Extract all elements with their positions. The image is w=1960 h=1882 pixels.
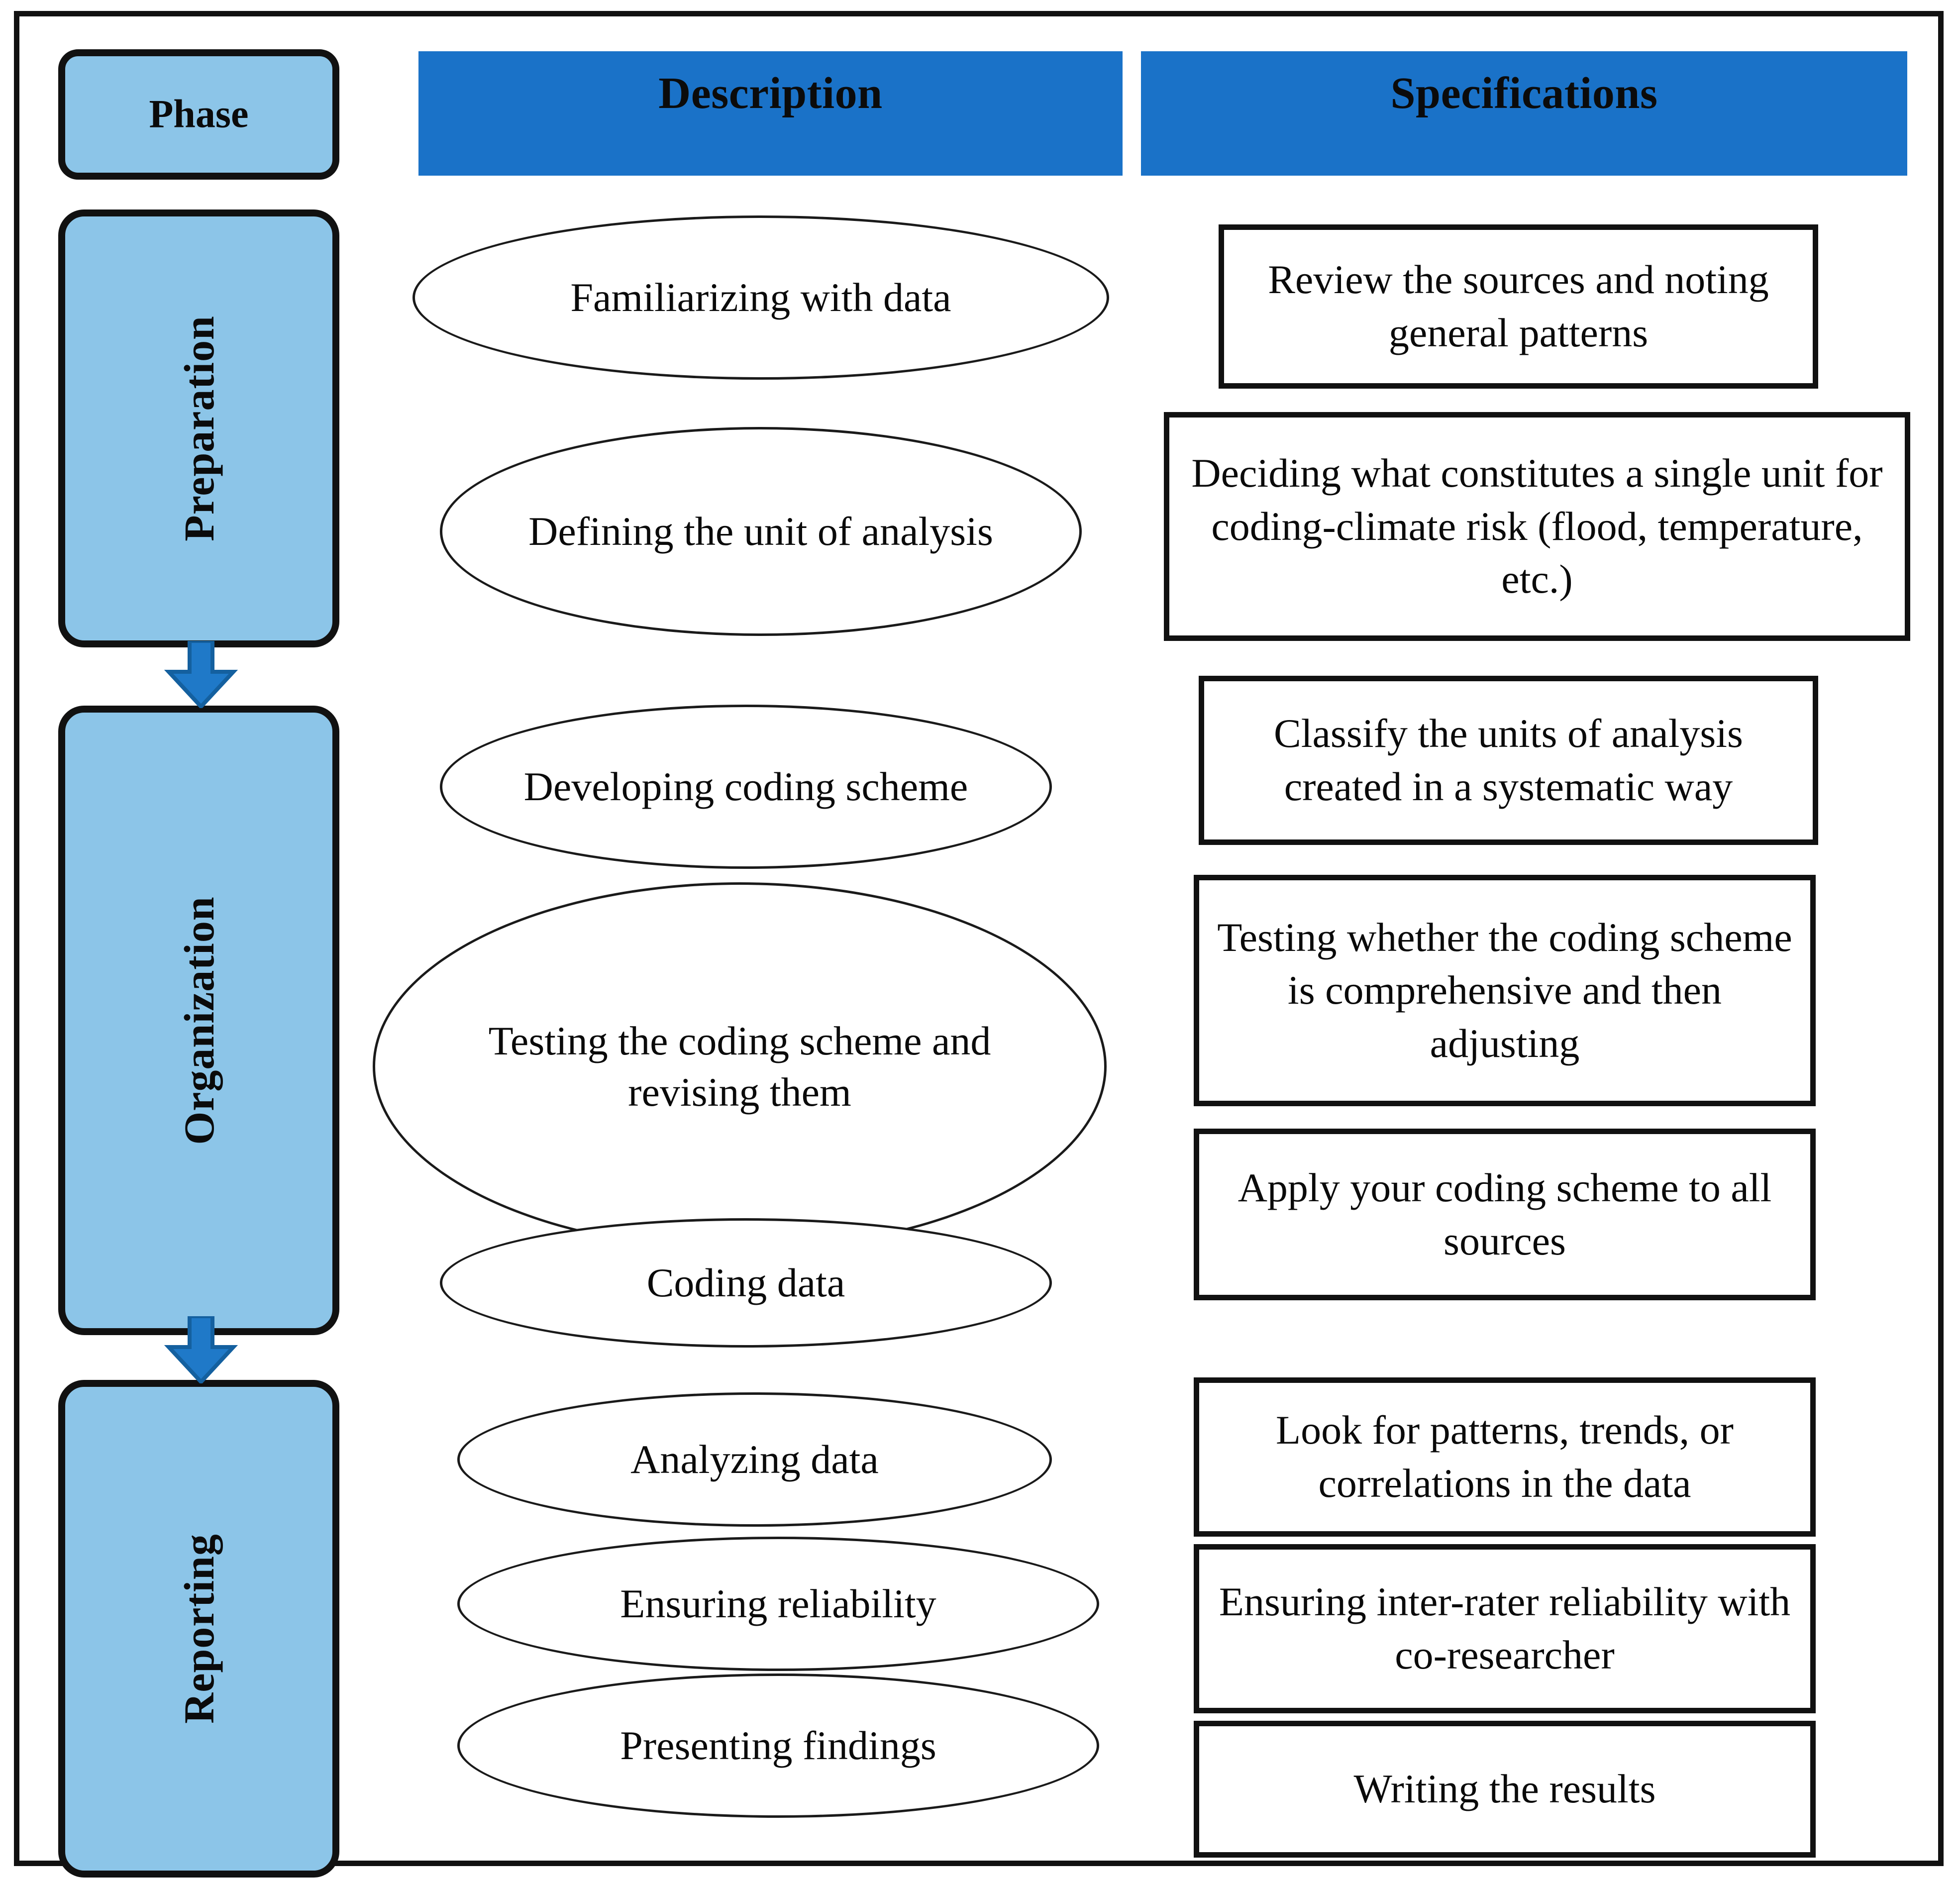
specification-box-inter-rater-reliability: Ensuring inter-rater reliability with co… [1194, 1544, 1816, 1713]
column-header-specifications: Specifications [1141, 51, 1907, 176]
phase-label-organization: Organization [175, 896, 223, 1145]
column-header-description: Description [418, 51, 1123, 176]
column-header-phase-label: Phase [149, 92, 249, 136]
specification-box-apply-coding-scheme: Apply your coding scheme to all sources [1194, 1129, 1816, 1300]
description-ellipse-testing-coding-scheme-revising: Testing the coding scheme and revising t… [373, 882, 1107, 1251]
phase-box-preparation: Preparation [58, 209, 339, 647]
description-ellipse-analyzing-data: Analyzing data [457, 1392, 1052, 1527]
specification-box-review-sources: Review the sources and noting general pa… [1219, 224, 1818, 389]
figure-outer-frame: Description Specifications Phase Prepara… [14, 11, 1944, 1878]
down-arrow-icon-preparation-to-organization [164, 641, 238, 708]
specification-box-testing-comprehensive: Testing whether the coding scheme is com… [1194, 875, 1816, 1106]
description-ellipse-developing-coding-scheme: Developing coding scheme [440, 705, 1052, 869]
description-ellipse-ensuring-reliability: Ensuring reliability [457, 1537, 1099, 1671]
specification-box-deciding-single-unit: Deciding what constitutes a single unit … [1164, 412, 1910, 641]
phase-box-reporting: Reporting [58, 1380, 339, 1878]
specification-box-look-for-patterns: Look for patterns, trends, or correlatio… [1194, 1377, 1816, 1537]
description-ellipse-familiarizing-with-data: Familiarizing with data [413, 215, 1109, 380]
description-ellipse-presenting-findings: Presenting findings [457, 1673, 1099, 1818]
phase-label-preparation: Preparation [175, 315, 223, 541]
phase-box-organization: Organization [58, 706, 339, 1335]
down-arrow-icon-organization-to-reporting [164, 1316, 238, 1383]
specification-box-writing-results: Writing the results [1194, 1721, 1816, 1858]
description-ellipse-defining-unit-of-analysis: Defining the unit of analysis [440, 427, 1082, 636]
specification-box-classify-units: Classify the units of analysis created i… [1199, 676, 1818, 845]
description-ellipse-coding-data: Coding data [440, 1218, 1052, 1348]
phase-label-reporting: Reporting [175, 1534, 223, 1724]
column-header-phase: Phase [58, 49, 339, 180]
